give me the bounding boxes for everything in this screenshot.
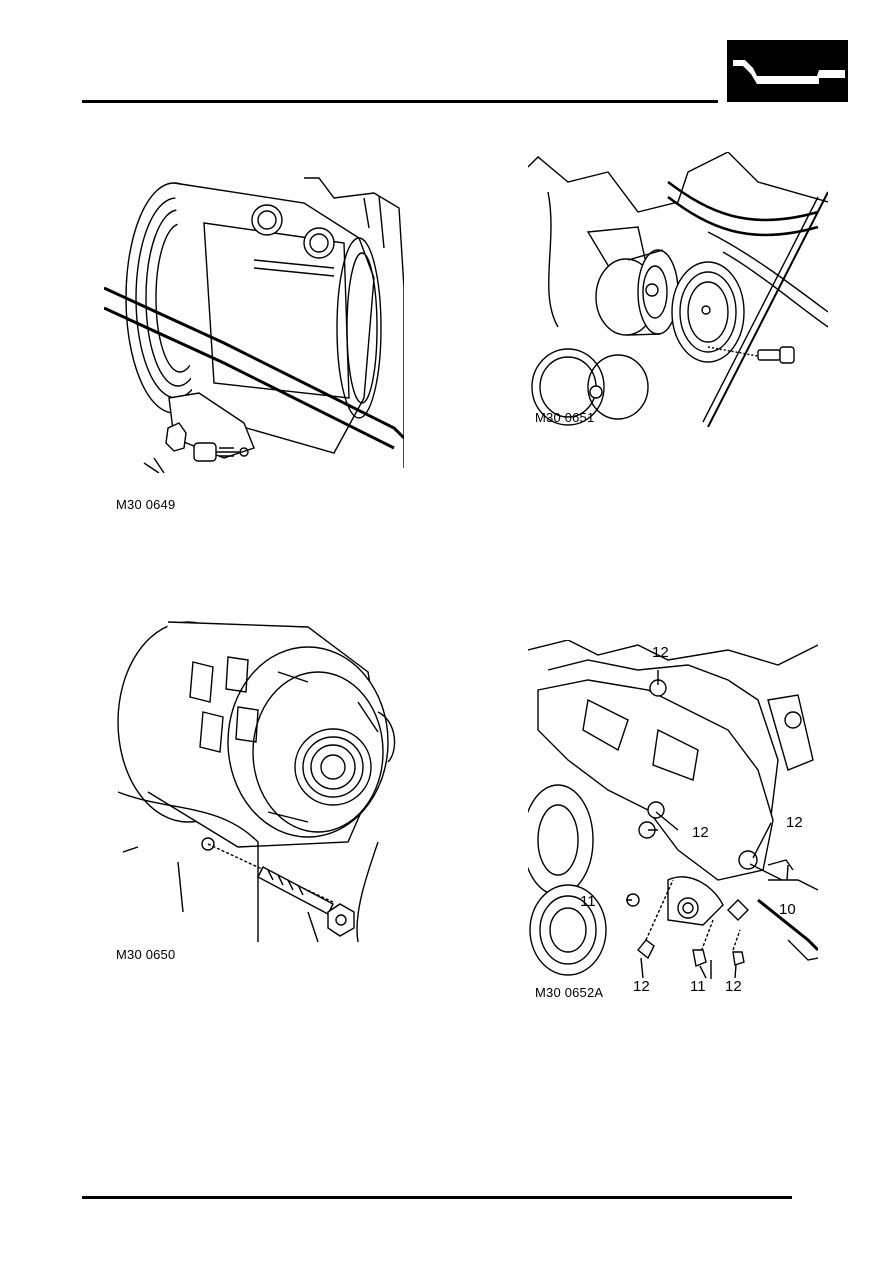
figure-power-steering-pump — [104, 168, 404, 473]
figure-idler-pulley — [528, 152, 828, 427]
figure-caption: M30 0652A — [535, 985, 604, 1000]
header-rule — [82, 100, 718, 103]
figure-caption: M30 0651 — [535, 410, 595, 425]
figure-mounting-bracket — [528, 640, 818, 990]
figure-caption: M30 0649 — [116, 497, 176, 512]
figure-caption: M30 0650 — [116, 947, 176, 962]
callout-10: 10 — [779, 901, 796, 918]
callout-11-left: 11 — [580, 893, 596, 910]
footer-rule — [82, 1196, 792, 1199]
engine-section-icon — [733, 60, 845, 84]
callout-12-top: 12 — [652, 644, 669, 661]
callout-12-bottom-right: 12 — [725, 978, 742, 995]
callout-12-middle: 12 — [692, 824, 709, 841]
figure-alternator — [108, 612, 408, 942]
callout-12-right: 12 — [786, 814, 803, 831]
callout-11-bottom: 11 — [690, 978, 706, 995]
section-tab — [727, 40, 848, 102]
callout-12-bottom-left: 12 — [633, 978, 650, 995]
